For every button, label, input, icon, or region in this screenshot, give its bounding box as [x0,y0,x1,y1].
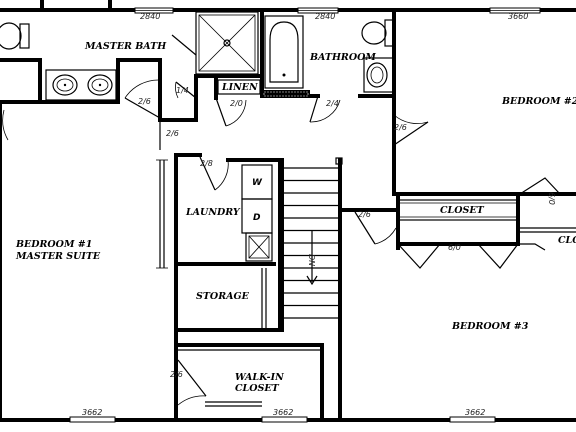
room-label-master-bath: MASTER BATH [84,41,167,52]
door-dim: 6/0 [547,192,556,205]
door-laundry [199,156,229,191]
exterior-walls [0,8,576,422]
window-dim-top-right: 3660 [508,12,528,21]
door-dim: 2/6 [358,210,371,219]
storage-walls [174,268,282,332]
room-label-walkin-closet: CLOSET [235,383,280,394]
window-top-right [489,7,541,14]
window-top-left [134,7,174,14]
window-dim-bottom-mid: 3662 [273,408,293,417]
window-bottom-right [449,416,496,423]
room-label-walkin: WALK-IN [235,372,284,383]
washer-label: W [252,178,263,188]
room-label-linen: LINEN [221,82,258,93]
hall-walls [338,192,400,250]
door-dim: 2/6 [166,129,179,138]
stair-direction-label: DN [307,254,316,266]
sink-icon [363,57,395,93]
room-label-closet-partial: CLO [558,235,576,246]
door-dim: 2/8 [200,159,213,168]
bathtub-icon [264,15,304,89]
room-label-laundry: LAUNDRY [185,207,241,218]
window-top-mid [297,7,339,14]
closet-right-walls [516,177,576,251]
room-label-closet: CLOSET [440,205,485,216]
vanity-icon [262,90,310,98]
closet-doors [397,243,519,269]
room-label-bedroom-3: BEDROOM #3 [451,321,529,332]
door-dim: 2/6 [170,370,183,379]
shower-icon [171,11,259,75]
door-dim: 6/0 [448,243,461,252]
window-dim-bottom-right: 3662 [465,408,485,417]
door-dim: 2/0 [230,99,243,108]
window-bottom-mid [261,416,308,423]
door-walkin [177,359,207,406]
door-bedroom-2 [393,114,429,146]
laundry-walls [174,153,282,332]
window-bottom-left [69,416,116,423]
door-dim: 2/4 [326,99,339,108]
door-linen-2 [215,97,247,127]
linen-walls [194,10,264,122]
door-dim: 1/4 [176,86,189,95]
stair-direction-arrow [306,230,318,286]
room-label-storage: STORAGE [196,291,250,302]
door-bedroom-3 [354,211,397,245]
window-dim-bottom-left: 3662 [82,408,102,417]
door-bathroom [309,95,341,123]
door-master-bath [124,79,161,119]
room-label-bedroom-1: BEDROOM #1 [15,239,92,250]
washer-dryer-icon [241,164,273,262]
window-dim-top-mid: 2840 [315,12,335,21]
room-label-bedroom-2: BEDROOM #2 [501,96,576,107]
closet-rod [205,401,262,407]
walkin-closet-walls [174,328,342,422]
staircase [280,157,343,332]
dryer-label: D [253,213,261,223]
toilet-icon [361,19,395,47]
room-label-master-suite: MASTER SUITE [15,251,101,262]
window-dim-top-left: 2840 [140,12,160,21]
door-linen [175,81,197,99]
door-dim: 2/6 [138,97,151,106]
room-label-bathroom: BATHROOM [309,52,376,63]
toilet-icon [0,22,30,50]
door-dim: 2/6 [394,123,407,132]
master-bath-walls [0,58,198,122]
double-vanity-icon [45,69,117,101]
